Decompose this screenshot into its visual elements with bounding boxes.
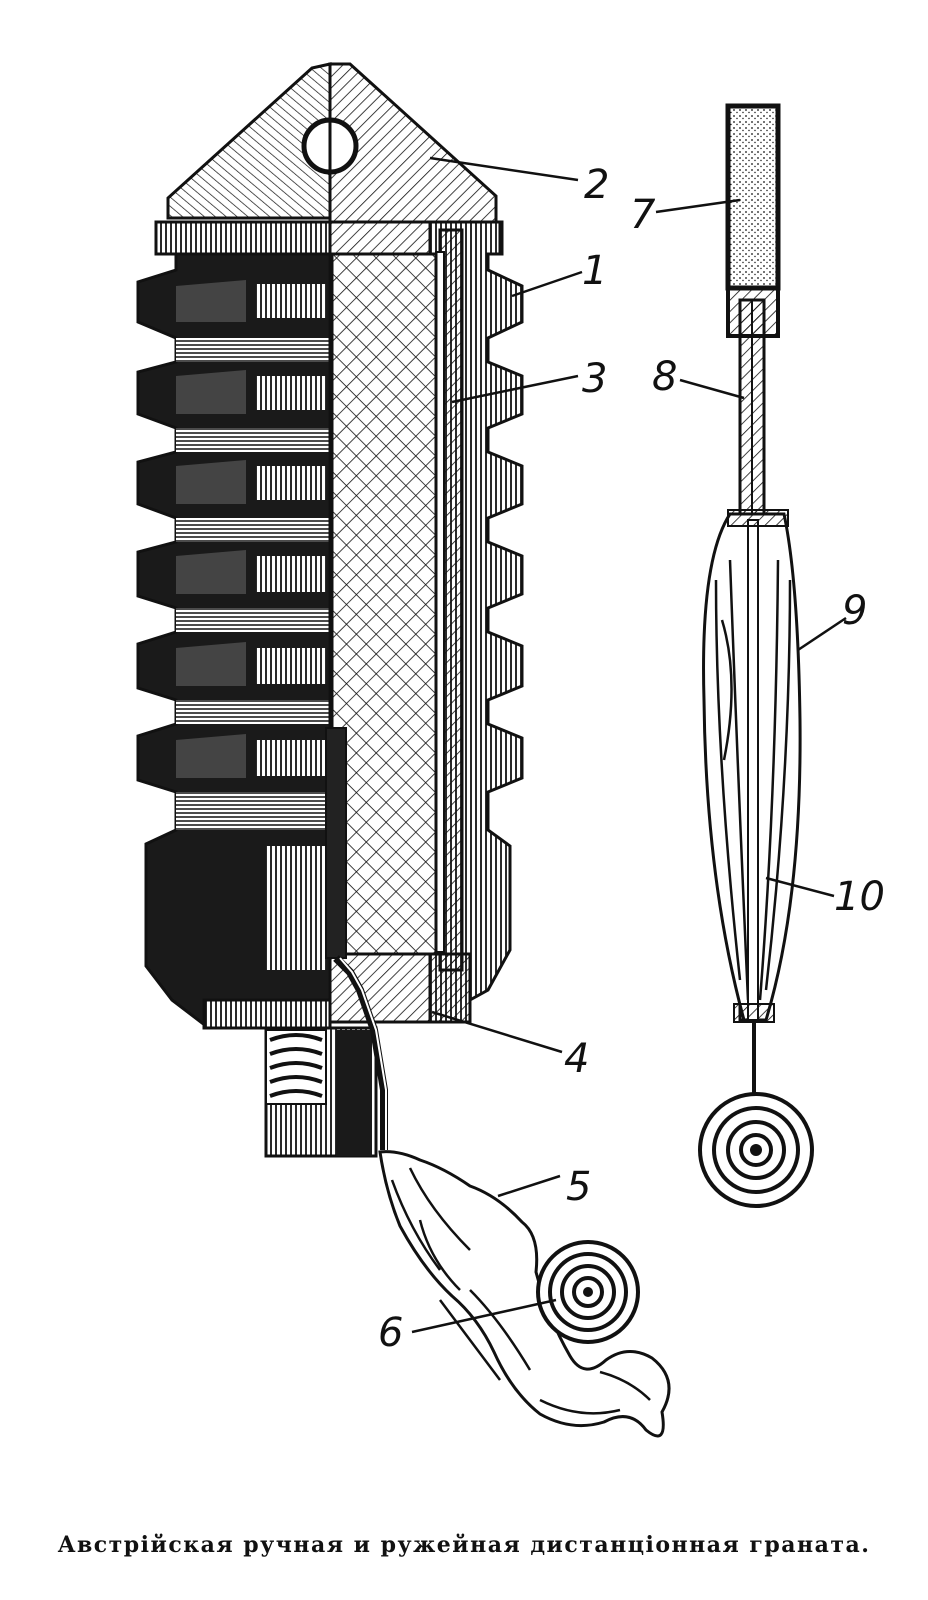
- leader-lines: [411, 156, 847, 1334]
- explosive-charge: [330, 252, 438, 956]
- label-2: 2: [584, 162, 609, 208]
- label-8: 8: [652, 354, 677, 400]
- figure-caption: Австрійская ручная и ружейная дистанціон…: [57, 1532, 871, 1558]
- label-3: 3: [582, 356, 607, 402]
- bottom-plug: [328, 952, 472, 1024]
- label-1: 1: [582, 248, 607, 294]
- cap: [725, 103, 781, 291]
- label-4: 4: [564, 1036, 589, 1082]
- label-6: 6: [378, 1310, 403, 1356]
- fuse-tube: [325, 727, 347, 959]
- callout-labels: 1 2 3 4 5 6 7 8 9 10: [378, 162, 885, 1356]
- label-9: 9: [842, 588, 867, 634]
- hand-grenade: [136, 62, 524, 1158]
- label-5: 5: [566, 1164, 591, 1210]
- rifle-grenade-assembly: [698, 103, 814, 1208]
- threaded-neck: [264, 1026, 378, 1158]
- label-7: 7: [630, 192, 656, 238]
- upper-collar: [154, 220, 332, 256]
- segmented-body-left: [136, 252, 332, 1028]
- pull-cord-sack: [378, 1150, 671, 1438]
- segmented-body-right: [428, 220, 524, 1024]
- inner-fuse: [747, 519, 759, 1021]
- label-10: 10: [834, 874, 885, 920]
